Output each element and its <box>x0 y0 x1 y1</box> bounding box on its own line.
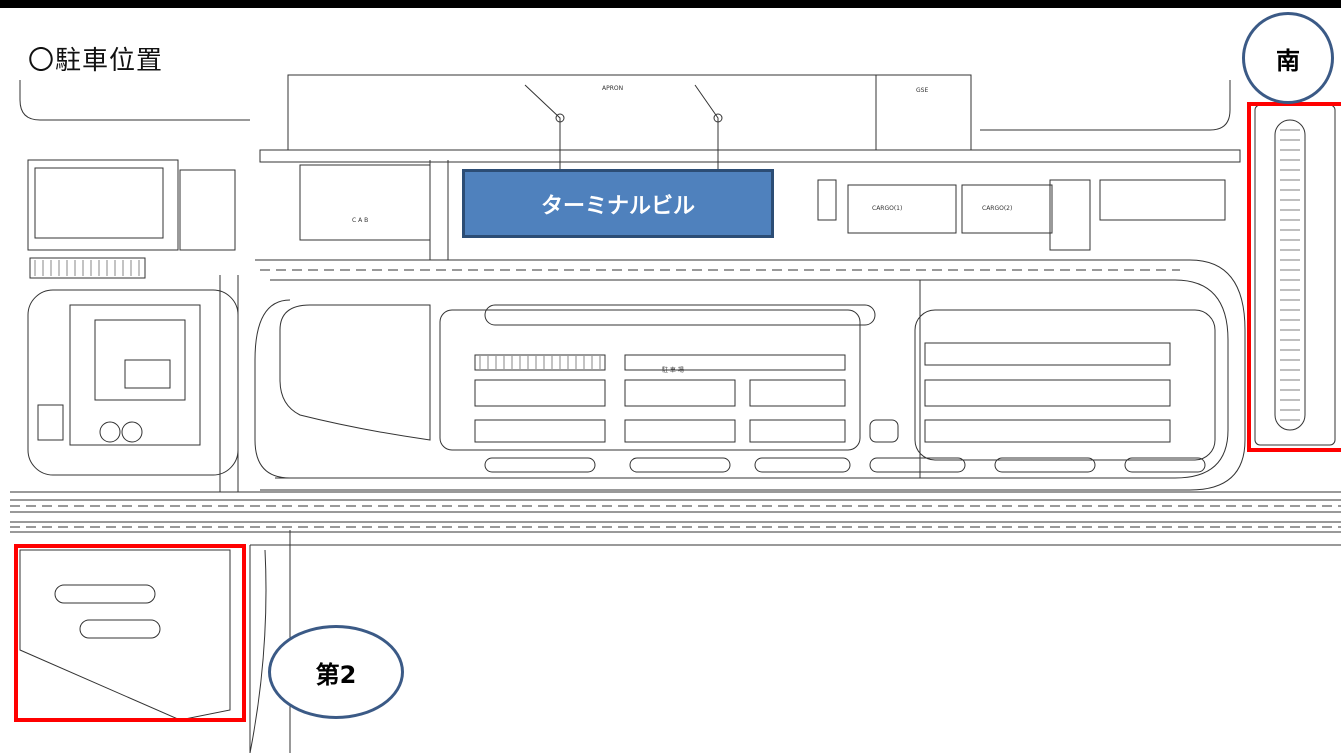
terminal-building-text: ターミナルビル <box>540 193 695 219</box>
cab-label: C A B <box>352 217 368 224</box>
terminal-building-label: ターミナルビル <box>462 169 774 238</box>
apron-label: APRON <box>602 85 623 92</box>
apron-area <box>287 74 877 151</box>
building-left-1 <box>27 159 179 251</box>
cargo2-building <box>961 184 1053 234</box>
south-parking-marker: 南 <box>1242 12 1334 104</box>
parking-lot-right <box>914 309 1216 461</box>
parking-label: 駐 車 場 <box>662 366 684 374</box>
second-parking-highlight <box>14 544 246 722</box>
cargo2-label: CARGO(2) <box>982 205 1012 212</box>
south-parking-label: 南 <box>1276 46 1300 75</box>
left-compound <box>27 289 239 476</box>
cargo1-label: CARGO(1) <box>872 205 902 212</box>
gse-label: GSE <box>916 87 928 94</box>
building-left-2 <box>179 169 236 251</box>
south-parking-highlight <box>1247 102 1341 452</box>
second-lot-outline <box>19 549 231 721</box>
second-parking-label: 第2 <box>315 660 357 689</box>
top-border <box>0 0 1341 8</box>
parking-lot-center <box>439 309 861 451</box>
page-title: 〇駐車位置 <box>28 46 164 76</box>
second-parking-marker: 第2 <box>268 625 404 719</box>
cargo1-building <box>847 184 957 234</box>
cab-building <box>299 164 431 241</box>
